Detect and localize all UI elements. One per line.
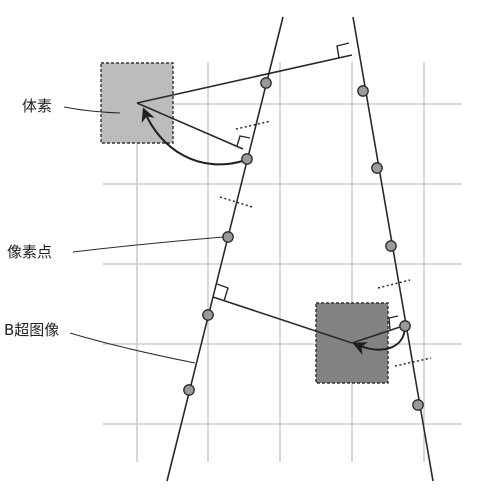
pixel-point	[412, 399, 424, 411]
leader-line-voxel	[63, 106, 121, 114]
perpendicular-line	[136, 102, 244, 150]
distance-ticks	[219, 120, 432, 367]
perpendicular-lines	[136, 54, 401, 344]
distance-tick	[235, 120, 272, 130]
right-angle-marker	[336, 42, 350, 59]
pixel-point	[183, 384, 195, 396]
sample-points-left	[183, 77, 272, 396]
right-angle-marker	[236, 135, 251, 147]
curved-arrow	[141, 107, 247, 166]
pixel-point	[357, 85, 369, 97]
perpendicular-line	[351, 326, 401, 344]
pixel-point	[399, 320, 411, 332]
voxel-label: 体素	[22, 97, 53, 115]
distance-tick	[219, 196, 253, 208]
distance-tick	[377, 279, 411, 289]
pixel-point	[385, 240, 397, 252]
pixel-point	[371, 162, 383, 174]
b-superimage-label: B超图像	[4, 321, 60, 339]
curved-arrow	[352, 326, 406, 355]
sample-points-right	[357, 85, 424, 411]
pixel-point	[241, 153, 253, 165]
distance-tick	[394, 357, 432, 367]
right-angle-marker	[388, 315, 399, 331]
pixel-point	[222, 231, 234, 243]
leader-line-pixel-point	[72, 236, 225, 253]
pixel-point	[260, 77, 272, 89]
perpendicular-line	[212, 296, 353, 344]
pixel-point	[202, 309, 214, 321]
right-angle-marker	[216, 283, 229, 302]
pixel-point-label: 像素点	[7, 243, 53, 261]
left-plane-edge	[166, 16, 284, 482]
leader-lines	[63, 106, 225, 364]
right-angle-markers	[216, 42, 399, 331]
interpolation-arrows	[141, 107, 406, 355]
perpendicular-line	[136, 54, 353, 104]
leader-line-b-superimage	[69, 332, 196, 364]
